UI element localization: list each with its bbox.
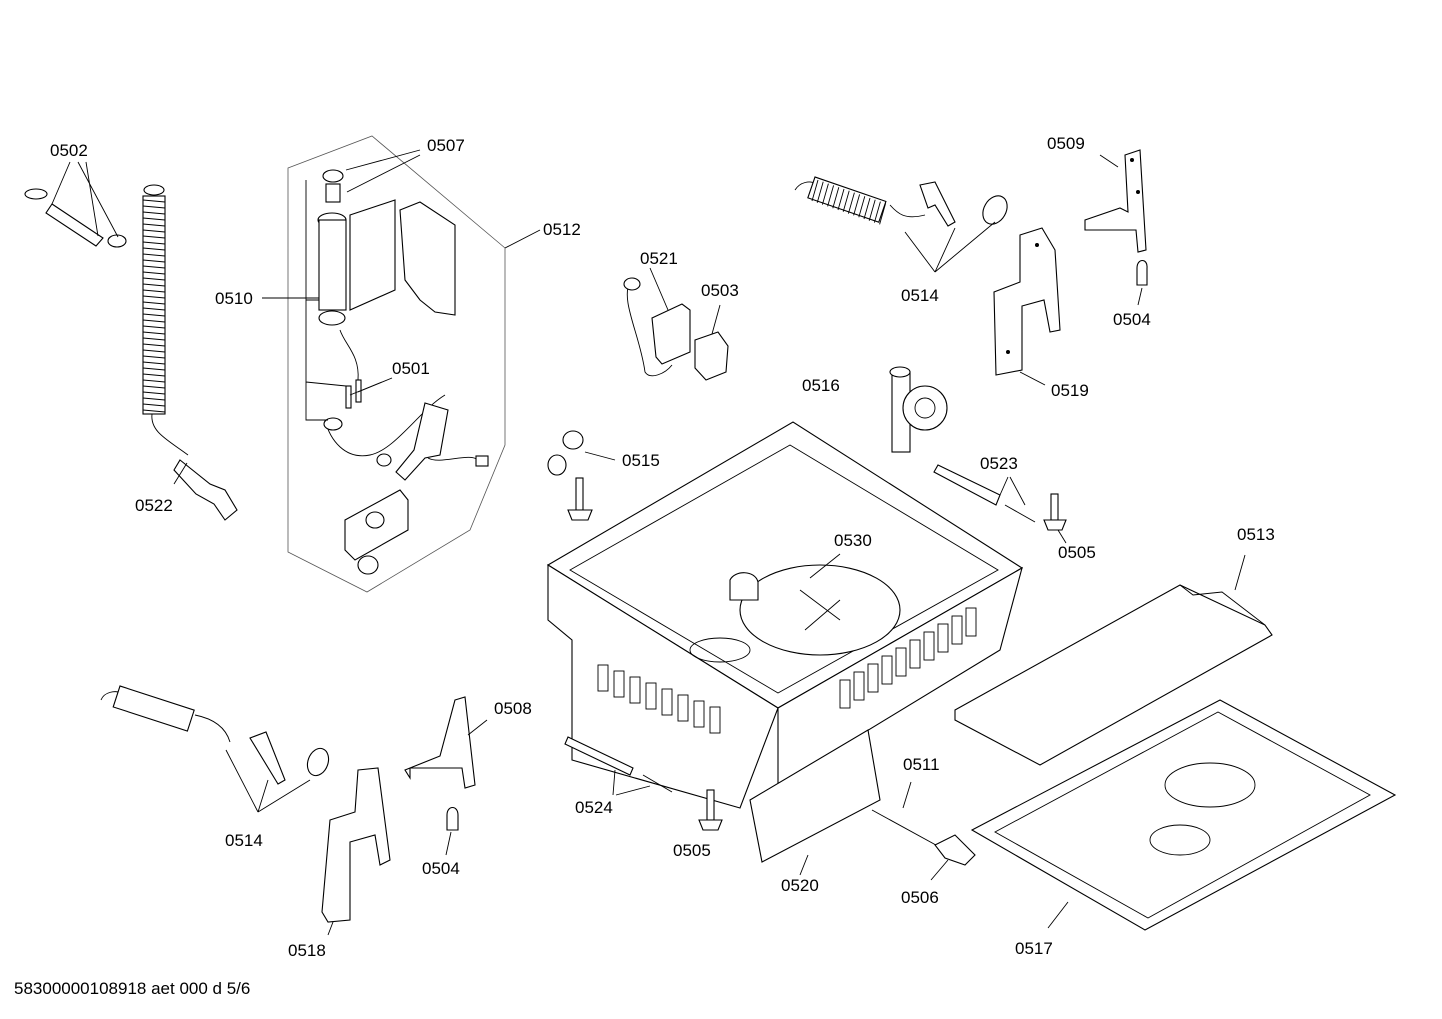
coiled-hose <box>376 402 489 481</box>
callout-0509: 0509 <box>1047 134 1085 153</box>
callout-0520: 0520 <box>781 876 819 895</box>
cover-plate-0513 <box>954 584 1273 766</box>
callout-0513: 0513 <box>1237 525 1275 544</box>
callout-0507: 0507 <box>427 136 465 155</box>
rail-0523 <box>933 464 1067 531</box>
assembly-outline-0512 <box>287 135 506 593</box>
base-tub-0530 <box>546 421 1024 809</box>
callout-0515: 0515 <box>622 451 660 470</box>
spring-0514-upper <box>794 176 1008 227</box>
fastener-set-0515 <box>547 430 593 521</box>
callout-0521: 0521 <box>640 249 678 268</box>
callout-0505-lower: 0505 <box>673 841 711 860</box>
callout-0512: 0512 <box>543 220 581 239</box>
callout-0530: 0530 <box>834 531 872 550</box>
callout-0516: 0516 <box>802 376 840 395</box>
callout-0510: 0510 <box>215 289 253 308</box>
hinge-bracket-0519 <box>993 227 1061 376</box>
callout-0504-upper: 0504 <box>1113 310 1151 329</box>
callout-0511: 0511 <box>903 755 940 774</box>
callout-0524: 0524 <box>575 798 613 817</box>
callout-0508: 0508 <box>494 699 532 718</box>
base-tray-0517 <box>970 699 1397 931</box>
hinge-bracket-0509 <box>1084 149 1148 286</box>
callout-0519: 0519 <box>1051 381 1089 400</box>
panel-0520 <box>749 729 976 866</box>
callout-0505-upper: 0505 <box>1058 543 1096 562</box>
drain-hose-0522 <box>142 184 238 521</box>
callout-0517: 0517 <box>1015 939 1053 958</box>
callout-0518: 0518 <box>288 941 326 960</box>
callout-labels: 0502 0507 0512 0510 0501 0522 0521 0503 … <box>50 134 1275 960</box>
callout-0501: 0501 <box>392 359 430 378</box>
connector-0503 <box>694 331 729 381</box>
hose-clamp-0502 <box>24 188 127 248</box>
callout-0514-lower: 0514 <box>225 831 263 850</box>
callout-0506: 0506 <box>901 888 939 907</box>
heating-pump-0510 <box>317 169 456 457</box>
leader-lines <box>51 149 1246 936</box>
float-switch-bracket <box>344 489 409 575</box>
callout-0504-lower: 0504 <box>422 859 460 878</box>
rail-0524 <box>564 736 723 831</box>
sensor-0521 <box>623 277 691 377</box>
bracket-0508 <box>404 696 476 831</box>
document-code: 58300000108918 aet 000 d 5/6 <box>14 979 251 998</box>
connector-pins-0501 <box>323 379 362 431</box>
callout-0503: 0503 <box>701 281 739 300</box>
callout-0522: 0522 <box>135 496 173 515</box>
bracket-0518 <box>321 767 391 923</box>
callout-0502: 0502 <box>50 141 88 160</box>
spring-0514-lower <box>100 685 330 785</box>
circulation-pump-0516 <box>889 366 948 453</box>
callout-0514-upper: 0514 <box>901 286 939 305</box>
callout-0523: 0523 <box>980 454 1018 473</box>
